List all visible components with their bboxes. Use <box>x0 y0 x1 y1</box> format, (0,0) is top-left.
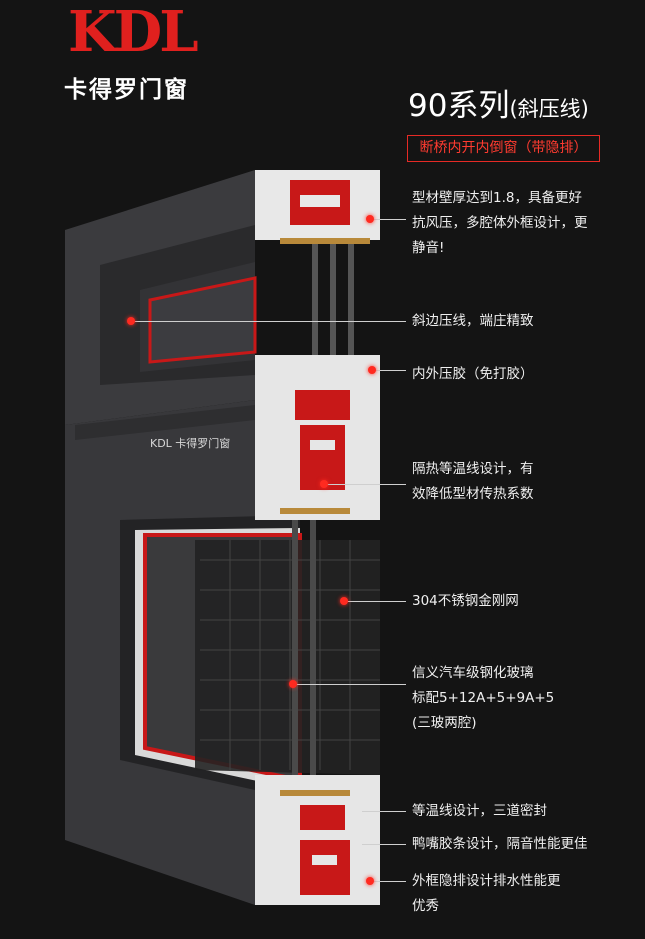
feature-line: 抗风压，多腔体外框设计，更 <box>412 215 588 231</box>
feature-line: 标配5+12A+5+9A+5 <box>412 690 555 706</box>
leader-line <box>373 370 406 371</box>
feature-line: (三玻两腔) <box>412 715 477 731</box>
callout-dot <box>320 480 328 488</box>
feature-line: 外框隐排设计排水性能更 <box>412 873 561 889</box>
leader-line <box>372 881 406 882</box>
leader-line <box>362 844 406 845</box>
feature-line: 鸭嘴胶条设计，隔音性能更佳 <box>412 836 588 852</box>
feature-line: 型材壁厚达到1.8，具备更好 <box>412 190 582 206</box>
callout-dot <box>127 317 135 325</box>
leader-line <box>294 684 406 685</box>
feature-line: 等温线设计，三道密封 <box>412 803 547 819</box>
feature-gasket: 内外压胶（免打胶） <box>412 362 534 387</box>
leader-line <box>325 484 406 485</box>
feature-isotherm: 隔热等温线设计，有 效降低型材传热系数 <box>412 457 534 507</box>
feature-line: 斜边压线，端庄精致 <box>412 313 534 329</box>
series-name: 90系列 <box>408 88 510 124</box>
feature-line: 信义汽车级钢化玻璃 <box>412 665 534 681</box>
feature-line: 内外压胶（免打胶） <box>412 366 534 382</box>
feature-line: 优秀 <box>412 898 439 914</box>
callout-dot <box>366 877 374 885</box>
series-subtitle: (斜压线) <box>509 97 589 121</box>
callout-dot <box>289 680 297 688</box>
feature-line: 效降低型材传热系数 <box>412 486 534 502</box>
feature-line: 304不锈钢金刚网 <box>412 593 519 609</box>
series-title: 90系列(斜压线) <box>408 80 589 125</box>
callout-dot <box>368 366 376 374</box>
leader-line <box>372 219 406 220</box>
feature-bevel-bead: 斜边压线，端庄精致 <box>412 309 534 334</box>
feature-profile-thickness: 型材壁厚达到1.8，具备更好 抗风压，多腔体外框设计，更 静音! <box>412 186 588 261</box>
product-badge: 断桥内开内倒窗（带隐排） <box>407 135 600 162</box>
leader-line <box>362 811 406 812</box>
brand-name: 卡得罗门窗 <box>64 77 189 103</box>
feature-seal: 等温线设计，三道密封 <box>412 799 547 824</box>
feature-drainage: 外框隐排设计排水性能更 优秀 <box>412 869 561 919</box>
feature-mesh: 304不锈钢金刚网 <box>412 589 519 614</box>
leader-line <box>132 321 406 322</box>
callout-dot <box>366 215 374 223</box>
feature-line: 静音! <box>412 240 445 256</box>
feature-line: 隔热等温线设计，有 <box>412 461 534 477</box>
brand-logo: KDL <box>68 0 199 65</box>
feature-glass: 信义汽车级钢化玻璃 标配5+12A+5+9A+5 (三玻两腔) <box>412 661 554 736</box>
callout-dot <box>340 597 348 605</box>
leader-line <box>345 601 406 602</box>
embossed-logo: KDL 卡得罗门窗 <box>150 436 230 450</box>
feature-duckbill-strip: 鸭嘴胶条设计，隔音性能更佳 <box>412 832 588 857</box>
